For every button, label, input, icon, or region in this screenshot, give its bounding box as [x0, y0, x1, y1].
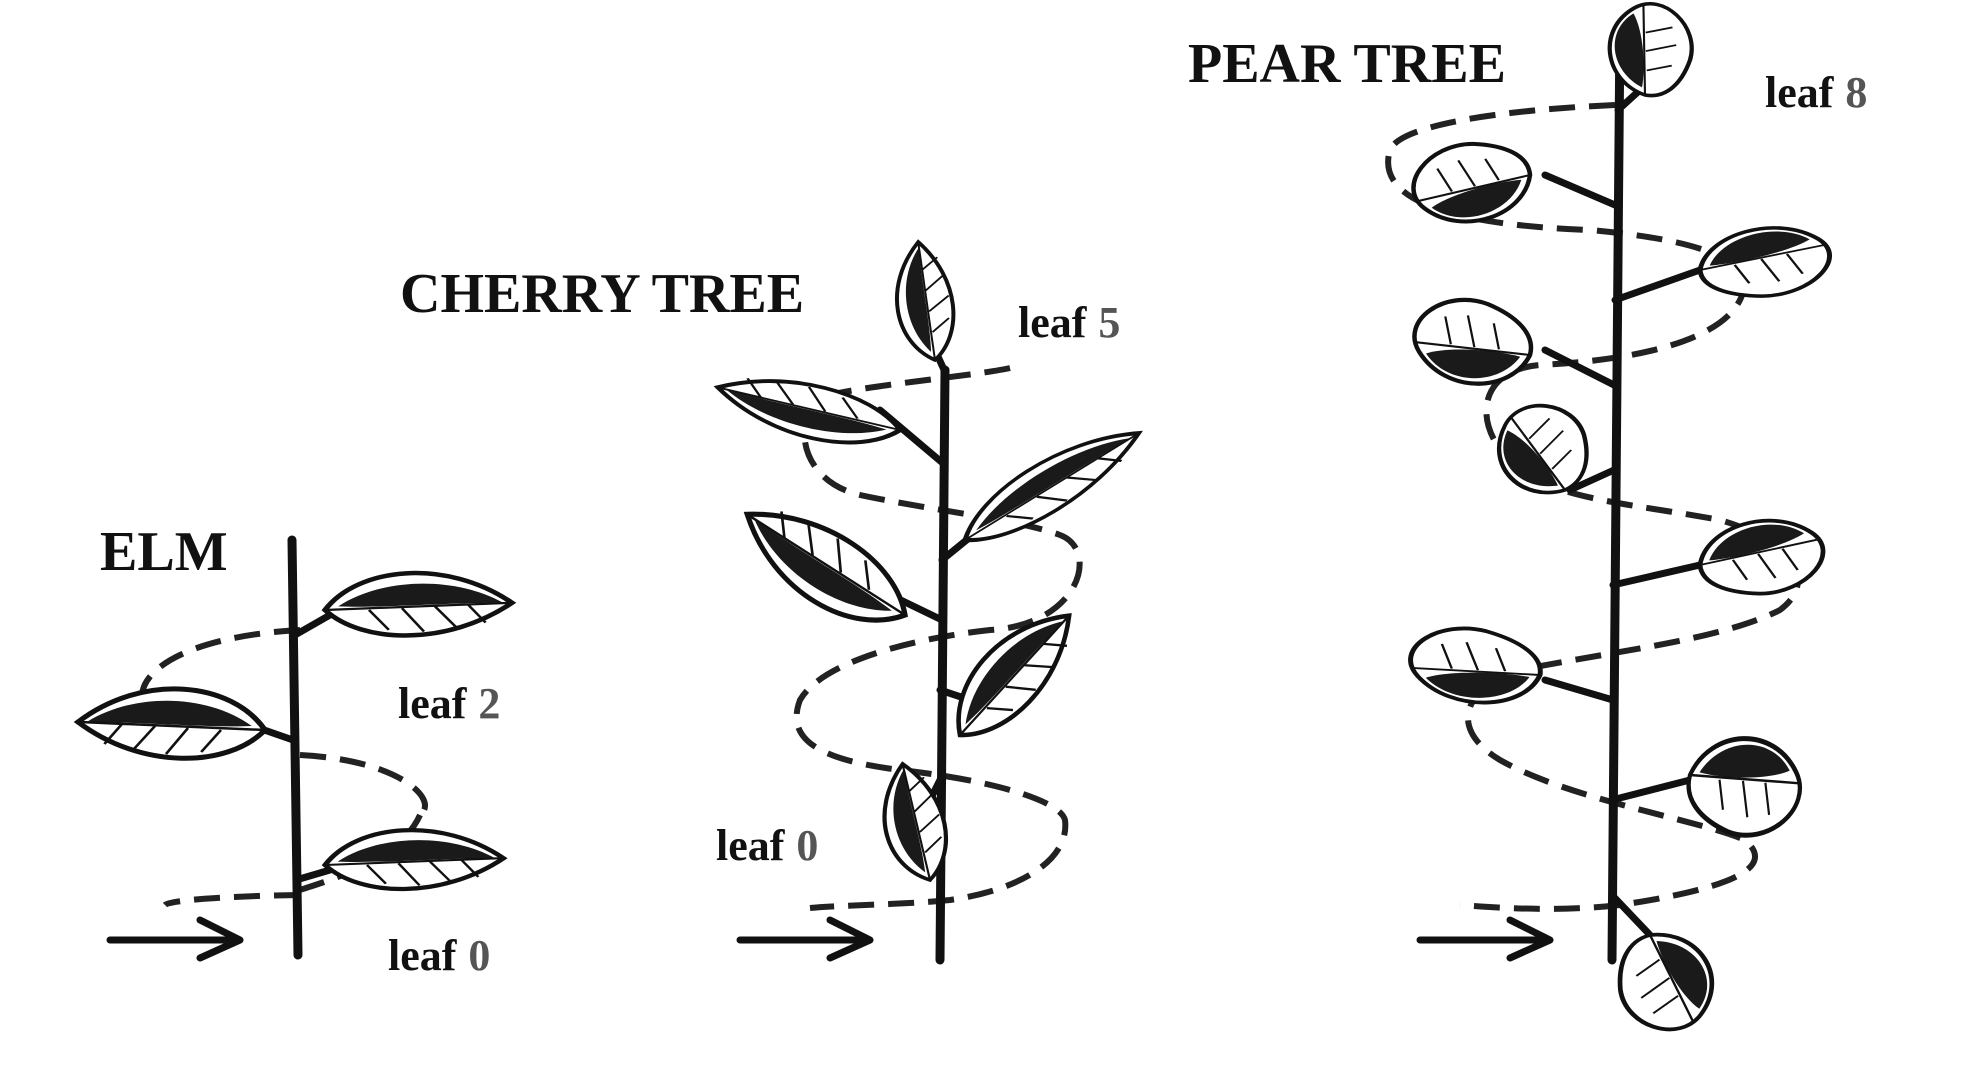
pear-label-word: leaf [1765, 68, 1835, 117]
pear-leaf-0 [1608, 922, 1722, 1040]
elm-label-word: leaf [388, 931, 458, 980]
elm-title: ELM [100, 521, 228, 583]
elm-leaf-1 [78, 689, 265, 758]
cherry-tree-title: CHERRY TREE [400, 263, 804, 325]
pear-leaf-7 [1410, 139, 1534, 226]
cherry-label-num: 5 [1098, 298, 1120, 347]
pear-leaf-2 [1405, 619, 1546, 713]
elm-label-num: 0 [468, 931, 490, 980]
pear-leaf-6 [1697, 223, 1833, 302]
cherry-label-word: leaf [716, 821, 786, 870]
elm-stem [292, 540, 298, 955]
pear-leaf-1 [1678, 725, 1810, 847]
elm-label-word: leaf [398, 679, 468, 728]
cherry-leaf-1 [934, 595, 1092, 753]
elm-leaf-0 [325, 830, 504, 889]
cherry-leaf-5 [892, 239, 958, 362]
cherry-leaf-3 [951, 413, 1152, 557]
pear-leaf-3 [1697, 516, 1827, 599]
pear-label-num: 8 [1845, 68, 1867, 117]
cherry-arrow [740, 920, 870, 958]
cherry-label-num: 0 [796, 821, 818, 870]
elm-arrow [110, 920, 240, 958]
pear-leaf-4 [1485, 390, 1602, 509]
pear-stem [1612, 25, 1620, 960]
cherry-label-word: leaf [1018, 298, 1088, 347]
pear-arrow [1420, 920, 1550, 958]
elm-label-num: 2 [478, 679, 500, 728]
pear-tree-title: PEAR TREE [1188, 33, 1506, 95]
pear-leaf-5 [1405, 287, 1540, 397]
elm-leaf-2 [325, 573, 512, 635]
cherry-leaf-2 [728, 485, 921, 649]
